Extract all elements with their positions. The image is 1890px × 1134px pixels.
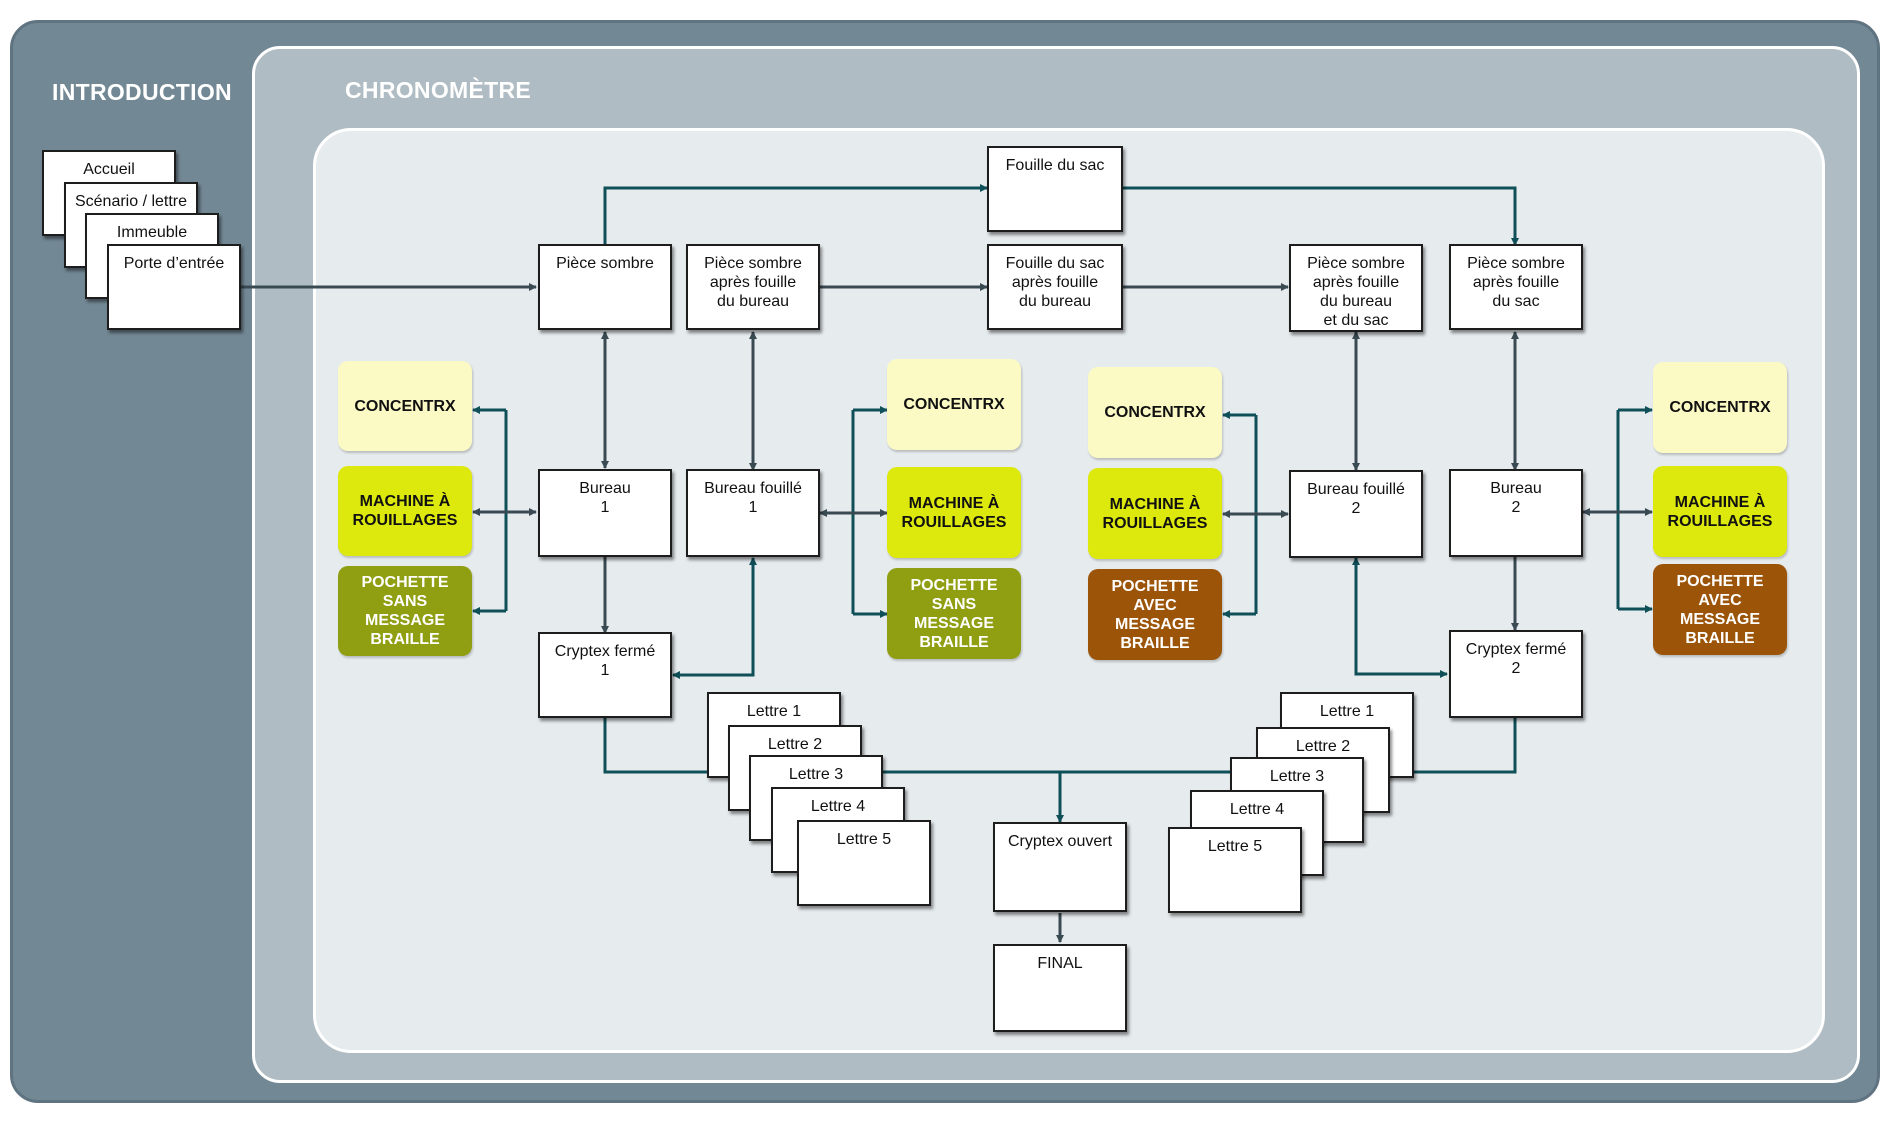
object-concentrx-bureau-fouille1: CONCENTRX [887, 359, 1021, 450]
lettre-5-left: Lettre 5 [797, 820, 931, 906]
connector-fouille-sac-to-piece-sac [1123, 186, 1519, 246]
room-cryptex-ferme-2: Cryptex fermé 2 [1449, 630, 1583, 718]
room-final: FINAL [993, 944, 1127, 1032]
object-machine-bureau2: MACHINE À ROUILLAGES [1653, 466, 1787, 557]
room-bureau-fouille-2: Bureau fouillé 2 [1289, 470, 1423, 558]
room-piece-sombre-apres-sac: Pièce sombre après fouille du sac [1449, 244, 1583, 330]
object-pochette-sans-bureau-fouille1: POCHETTE SANS MESSAGE BRAILLE [887, 568, 1021, 659]
object-machine-bureau-fouille2: MACHINE À ROUILLAGES [1088, 468, 1222, 559]
object-concentrx-bureau1: CONCENTRX [338, 361, 472, 451]
object-machine-bureau-fouille1: MACHINE À ROUILLAGES [887, 467, 1021, 558]
room-cryptex-ouvert: Cryptex ouvert [993, 822, 1127, 912]
connector-piece-sombre-to-fouille-sac [603, 184, 988, 245]
lettre-5-right: Lettre 5 [1168, 827, 1302, 913]
object-concentrx-bureau2: CONCENTRX [1653, 362, 1787, 453]
room-bureau-1: Bureau 1 [538, 469, 672, 557]
connector-cryptex2-bureau-fouille2 [1352, 557, 1448, 678]
intro-card-porte-entree: Porte d’entrée [107, 244, 241, 330]
room-piece-sombre: Pièce sombre [538, 244, 672, 330]
introduction-title: INTRODUCTION [52, 79, 232, 105]
object-pochette-avec-bureau2: POCHETTE AVEC MESSAGE BRAILLE [1653, 564, 1787, 655]
room-piece-sombre-apres-bureau-sac: Pièce sombre après fouille du bureau et … [1289, 244, 1423, 332]
object-concentrx-bureau-fouille2: CONCENTRX [1088, 367, 1222, 458]
room-cryptex-ferme-1: Cryptex fermé 1 [538, 632, 672, 718]
room-bureau-fouille-1: Bureau fouillé 1 [686, 469, 820, 557]
chronometre-title: CHRONOMÈTRE [345, 77, 532, 103]
room-fouille-sac-apres-bureau: Fouille du sac après fouille du bureau [987, 244, 1123, 330]
room-fouille-du-sac: Fouille du sac [987, 146, 1123, 232]
object-pochette-avec-bureau-fouille2: POCHETTE AVEC MESSAGE BRAILLE [1088, 569, 1222, 660]
object-machine-bureau1: MACHINE À ROUILLAGES [338, 466, 472, 556]
object-pochette-sans-bureau1: POCHETTE SANS MESSAGE BRAILLE [338, 566, 472, 656]
connector-cryptex1-bureau-fouille1 [672, 557, 757, 679]
room-piece-sombre-apres-bureau: Pièce sombre après fouille du bureau [686, 244, 820, 330]
room-bureau-2: Bureau 2 [1449, 469, 1583, 557]
